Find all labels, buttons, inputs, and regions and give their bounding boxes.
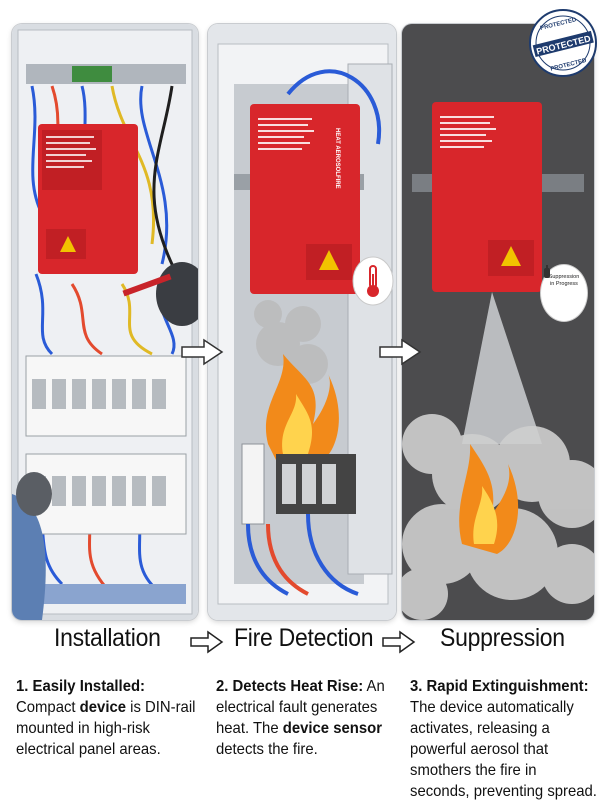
step-lead-3: 3. Rapid Extinguishment: [410,678,589,695]
step-caption-1: 1. Easily Installed: Compact device is D… [16,676,202,760]
step-text-1b: is DIN-rail mounted in high-risk electri… [16,699,196,758]
arrow-right-icon [190,630,224,659]
suppression-image: Suppression in Progress [402,24,594,620]
step-bold-2a: device sensor [282,720,383,737]
fire-detection-image: HEAT AEROSOLFIRE [208,24,396,620]
protected-badge-icon: PROTECTED PROTECTED PROTECTED [528,8,598,78]
status-line-1: Suppression [548,274,580,280]
step-text-2a: An electrical fault generates heat. The [216,678,385,737]
step-title-fire-detection: Fire Detection [234,624,374,652]
arrow-right-icon [378,338,422,371]
step-bold-1a: device [79,699,127,716]
step-lead-2: 2. Detects Heat Rise: [216,678,364,695]
step-title-installation: Installation [54,624,161,652]
arrow-right-icon [180,338,224,371]
step-lead-1: 1. Easily Installed: [16,678,146,695]
step-text-2b: detects the fire. [216,741,318,758]
svg-text:HEAT AEROSOLFIRE: HEAT AEROSOLFIRE [334,128,340,189]
step-caption-3: 3. Rapid Extinguishment: The device auto… [410,676,598,802]
status-line-2: in Progress [550,281,578,287]
step-caption-2: 2. Detects Heat Rise: An electrical faul… [216,676,398,760]
step-text-3a: The device automatically activates, rele… [410,699,597,800]
step-text-1a: Compact [16,699,80,716]
thermometer-icon [352,256,394,306]
arrow-right-icon [382,630,416,659]
step-title-suppression: Suppression [440,624,565,652]
suppression-status-badge: Suppression in Progress [540,264,588,322]
installation-image [12,24,198,620]
